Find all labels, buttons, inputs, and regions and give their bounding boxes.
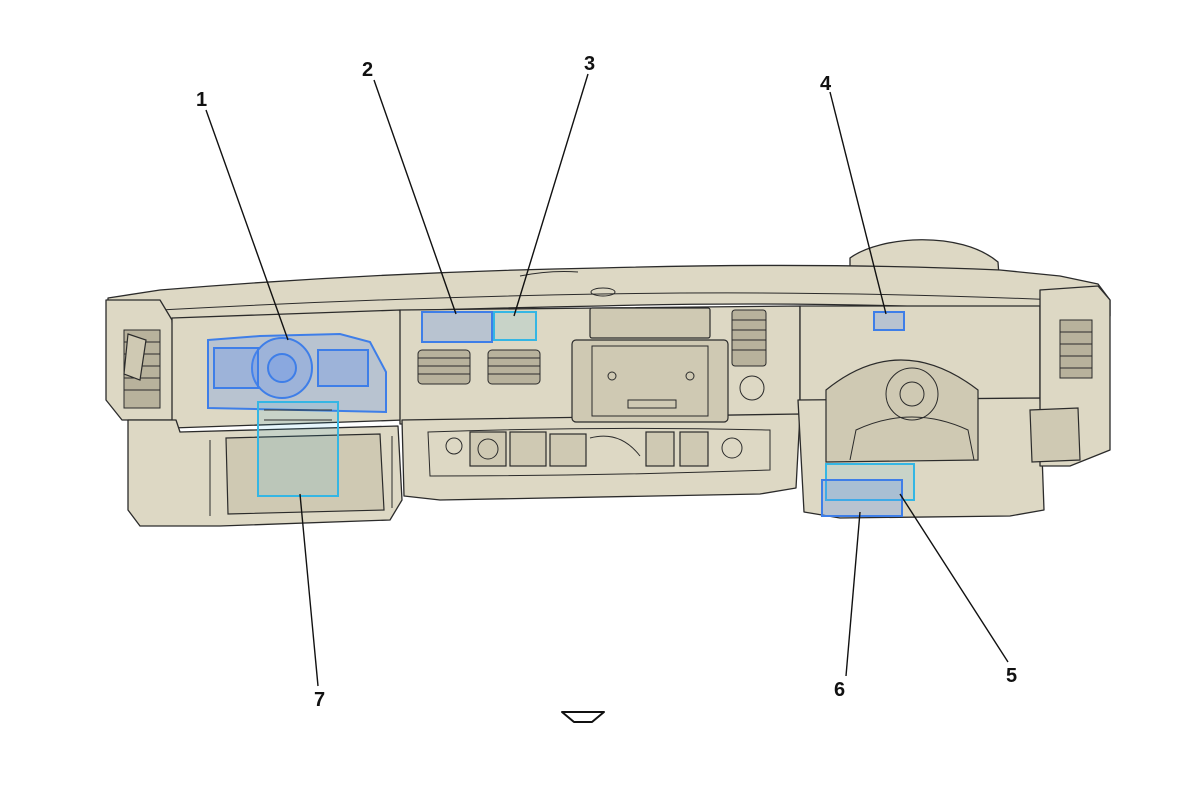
- leader-lines: [205, 73, 1009, 687]
- component-6-module: [821, 479, 903, 517]
- forward-direction-arrow-icon: [561, 711, 605, 723]
- component-2-module: [421, 311, 493, 343]
- callout-5: 5: [1006, 665, 1017, 687]
- component-7-module: [257, 401, 339, 497]
- callout-4: 4: [820, 73, 832, 95]
- callout-1: 1: [196, 89, 207, 111]
- instrument-panel: [105, 264, 1111, 527]
- callout-7: 7: [314, 689, 325, 711]
- component-1-instrument-cluster: [207, 332, 387, 414]
- component-4-connector: [873, 311, 905, 331]
- component-5-module: [825, 463, 915, 501]
- callout-2: 2: [362, 59, 373, 81]
- callout-3: 3: [584, 53, 595, 75]
- component-3-module: [493, 311, 537, 341]
- callout-6: 6: [834, 679, 845, 701]
